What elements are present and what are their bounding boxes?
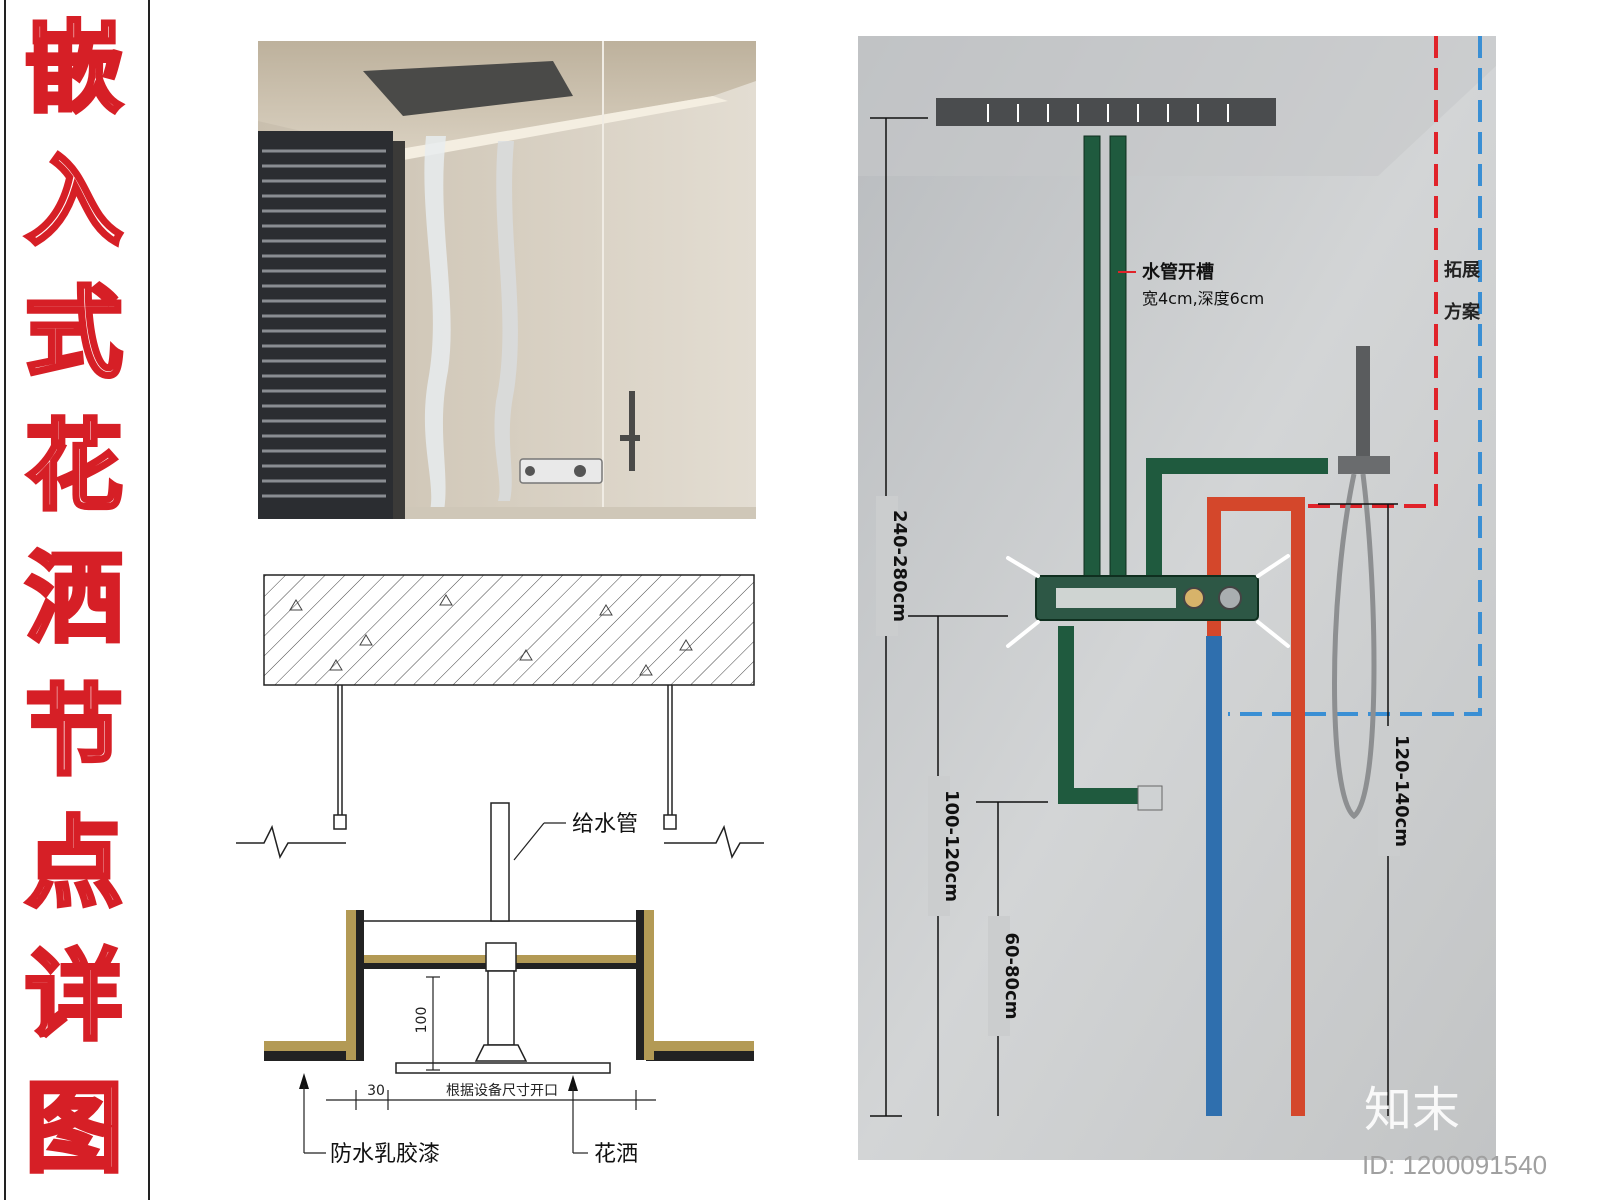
dim-total-label: 240-280cm (889, 510, 910, 622)
title-char: 入 (23, 144, 125, 259)
mixer-valve (519, 458, 603, 484)
bathroom-photo (258, 41, 756, 519)
expand-plan-label: 拓展 (1444, 259, 1481, 281)
dim-100-label: 100 (414, 1007, 430, 1034)
title-char: 详 (23, 939, 125, 1054)
section-drawing: 100 30 根据设备尺寸开口 给水管 防水乳胶漆 花洒 (236, 574, 764, 1167)
groove-title: 水管开槽 (1142, 261, 1214, 283)
groove-spec: 宽4cm,深度6cm (1142, 289, 1264, 308)
supply-pipe-green (1109, 135, 1127, 587)
title-char: 花 (23, 409, 125, 524)
water-stream (424, 136, 451, 511)
bathroom-photo-drawing (258, 41, 756, 519)
vertical-title: 嵌 入 式 花 洒 节 点 详 图 (0, 0, 148, 1200)
title-char: 洒 (23, 542, 125, 656)
title-divider (148, 0, 150, 1200)
dim-outlet-label: 60-80cm (1001, 933, 1022, 1020)
waterproof-paint-label: 防水乳胶漆 (330, 1142, 440, 1167)
shower-plate (395, 1062, 611, 1074)
title-char: 节 (23, 674, 125, 789)
window-blinds (262, 149, 386, 498)
section-detail-drawing: 100 30 根据设备尺寸开口 给水管 防水乳胶漆 花洒 (236, 565, 796, 1195)
shower-hose (1332, 473, 1377, 820)
title-char: 式 (23, 277, 125, 391)
image-id-label: ID: 1200091540 (1362, 1150, 1548, 1180)
supply-pipe-green (1083, 135, 1101, 587)
concrete-slab (263, 574, 755, 686)
title-char: 嵌 (23, 12, 125, 126)
dim-30-label: 30 (367, 1083, 385, 1099)
dim-handheld-label: 120-140cm (1391, 735, 1412, 847)
title-char: 点 (23, 807, 125, 921)
rain-shower-head (936, 98, 1276, 126)
expand-plan-label: 方案 (1444, 301, 1481, 323)
installation-diagram: 拓展 方案 水管开槽 宽4cm,深度6cm (858, 36, 1496, 1160)
water-stream (494, 141, 518, 501)
dim-valve-label: 100-120cm (941, 790, 962, 902)
shower-label: 花洒 (594, 1142, 638, 1167)
handheld-shower (1356, 346, 1370, 464)
left-border (4, 0, 6, 1200)
water-pipe-label: 给水管 (572, 812, 638, 837)
handheld-shower (629, 391, 635, 471)
installation-drawing: 拓展 方案 水管开槽 宽4cm,深度6cm (858, 36, 1496, 1160)
zhimo-logo: 知末 (1364, 1082, 1460, 1138)
title-char: 图 (23, 1072, 125, 1186)
opening-label: 根据设备尺寸开口 (446, 1082, 558, 1099)
rain-shower-head (363, 61, 573, 116)
cold-water-pipe (1206, 636, 1222, 1116)
